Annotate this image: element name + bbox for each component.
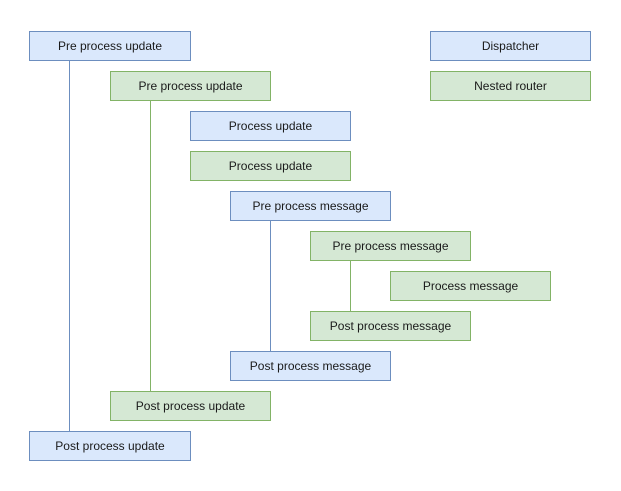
node-post-process-message-router[interactable]: Post process message bbox=[310, 311, 471, 341]
legend-dispatcher: Dispatcher bbox=[430, 31, 591, 61]
node-process-update-router[interactable]: Process update bbox=[190, 151, 351, 181]
node-process-message-router[interactable]: Process message bbox=[390, 271, 551, 301]
node-post-process-update-router[interactable]: Post process update bbox=[110, 391, 271, 421]
node-pre-process-update-dispatcher[interactable]: Pre process update bbox=[29, 31, 191, 61]
node-pre-process-message-dispatcher[interactable]: Pre process message bbox=[230, 191, 391, 221]
node-post-process-message-dispatcher[interactable]: Post process message bbox=[230, 351, 391, 381]
edge-dispatcher-outer bbox=[69, 61, 70, 432]
legend-nested-router: Nested router bbox=[430, 71, 591, 101]
node-post-process-update-dispatcher[interactable]: Post process update bbox=[29, 431, 191, 461]
node-process-update-dispatcher[interactable]: Process update bbox=[190, 111, 351, 141]
edge-router-message bbox=[350, 261, 351, 312]
node-pre-process-update-router[interactable]: Pre process update bbox=[110, 71, 271, 101]
node-pre-process-message-router[interactable]: Pre process message bbox=[310, 231, 471, 261]
edge-dispatcher-message bbox=[270, 221, 271, 352]
edge-router-outer bbox=[150, 101, 151, 392]
